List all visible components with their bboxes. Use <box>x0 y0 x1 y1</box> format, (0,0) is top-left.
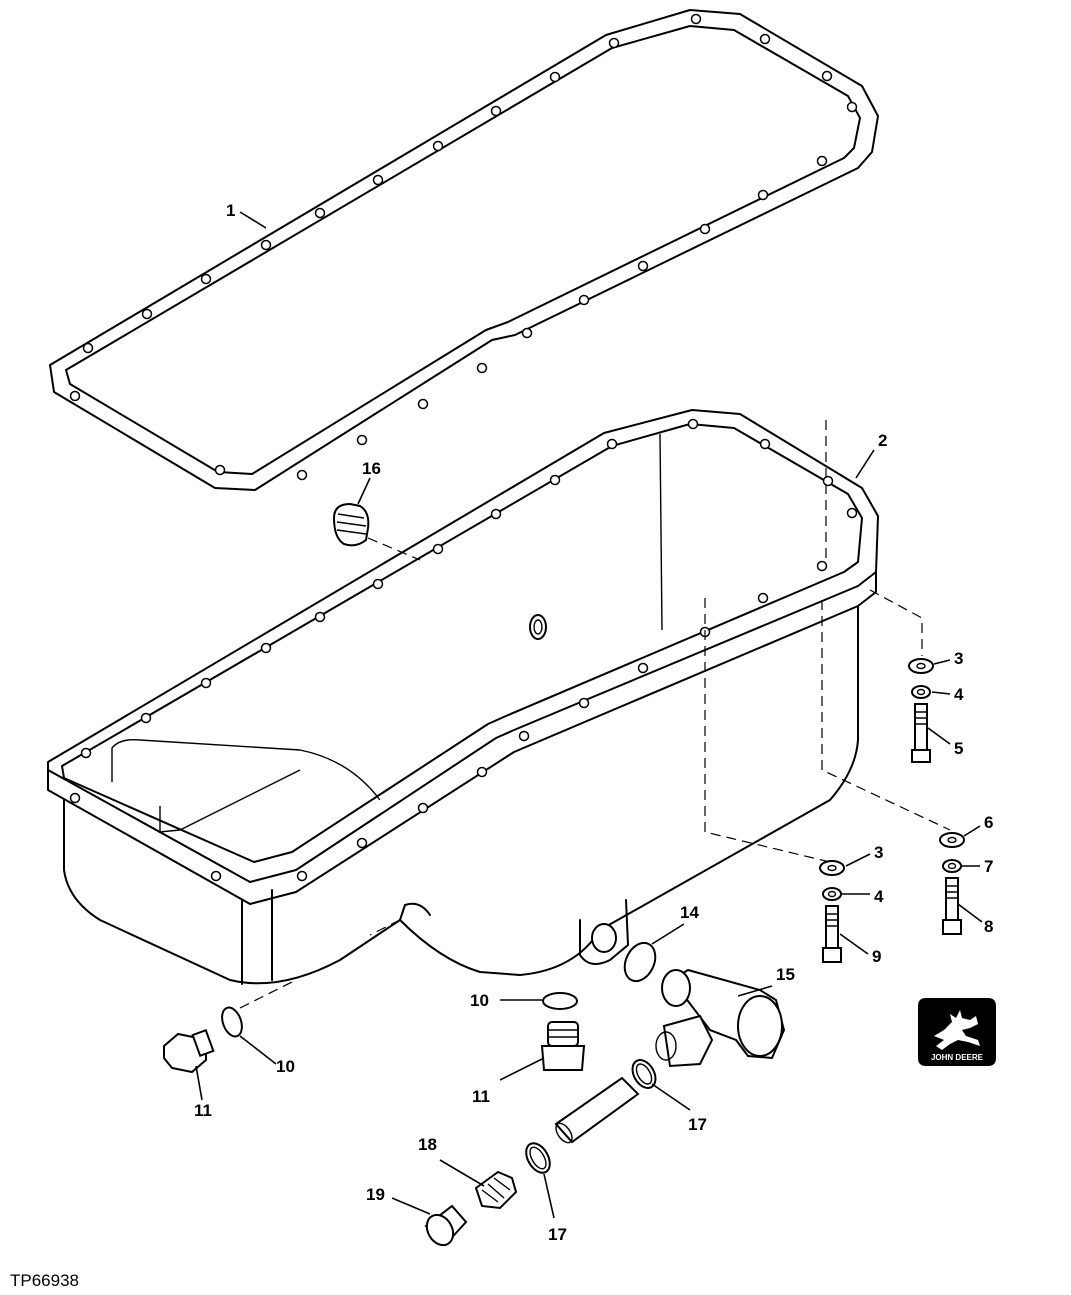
callout-5: 5 <box>954 739 963 758</box>
callout-4-lower: 4 <box>874 887 884 906</box>
oil-pan-gasket <box>49 9 879 491</box>
callout-2: 2 <box>878 431 887 450</box>
upper-washer-3 <box>908 658 934 674</box>
cap-19 <box>424 1204 468 1247</box>
bolt-9 <box>822 905 842 963</box>
o-ring-14 <box>623 941 657 983</box>
assembly-lines <box>239 420 951 1009</box>
leader-lines <box>195 211 983 1219</box>
callout-1: 1 <box>226 201 235 220</box>
gasket-bolt-holes <box>69 13 858 481</box>
lower-lock-washer-4 <box>822 887 842 901</box>
callout-6: 6 <box>984 813 993 832</box>
lock-washer-7 <box>942 859 962 873</box>
plug-16 <box>332 502 370 547</box>
callout-15: 15 <box>776 965 795 984</box>
bolt-8 <box>942 877 962 935</box>
callout-17-upper: 17 <box>688 1115 707 1134</box>
callout-16: 16 <box>362 459 381 478</box>
bolt-5 <box>911 703 931 763</box>
john-deere-logo: JOHN DEERE <box>918 998 996 1066</box>
lower-washer-3 <box>819 860 845 876</box>
callout-18: 18 <box>418 1135 437 1154</box>
callout-4-upper: 4 <box>954 685 964 704</box>
callout-19: 19 <box>366 1185 385 1204</box>
deer-icon <box>934 1010 980 1050</box>
callout-labels: 1 2 16 3 4 5 6 7 8 3 4 9 10 11 10 11 14 … <box>194 201 993 1244</box>
callout-14: 14 <box>680 903 699 922</box>
callout-10-left: 10 <box>276 1057 295 1076</box>
callout-8: 8 <box>984 917 993 936</box>
clamp-17-lower <box>525 1142 551 1174</box>
upper-lock-washer-4 <box>911 685 931 699</box>
callout-10-center: 10 <box>470 991 489 1010</box>
callout-9: 9 <box>872 947 881 966</box>
o-ring-10-center <box>542 992 578 1010</box>
callout-7: 7 <box>984 857 993 876</box>
oil-pan <box>47 409 879 985</box>
tee-fitting-15 <box>655 968 786 1068</box>
drain-plug-11-left <box>163 1028 215 1074</box>
pan-bolt-holes <box>69 418 858 882</box>
clamp-17-upper <box>631 1059 657 1089</box>
figure-id: TP66938 <box>10 1271 79 1290</box>
hose <box>554 1076 640 1144</box>
washer-6 <box>939 832 965 848</box>
callout-11-left: 11 <box>194 1101 212 1120</box>
callout-3-upper: 3 <box>954 649 963 668</box>
callout-11-center: 11 <box>472 1087 490 1106</box>
callout-3-lower: 3 <box>874 843 883 862</box>
drain-plug-11-center <box>540 1021 586 1071</box>
o-ring-10-left <box>221 1006 243 1038</box>
valve-18 <box>474 1170 518 1210</box>
callout-17-lower: 17 <box>548 1225 567 1244</box>
john-deere-logo-text: JOHN DEERE <box>931 1053 984 1062</box>
